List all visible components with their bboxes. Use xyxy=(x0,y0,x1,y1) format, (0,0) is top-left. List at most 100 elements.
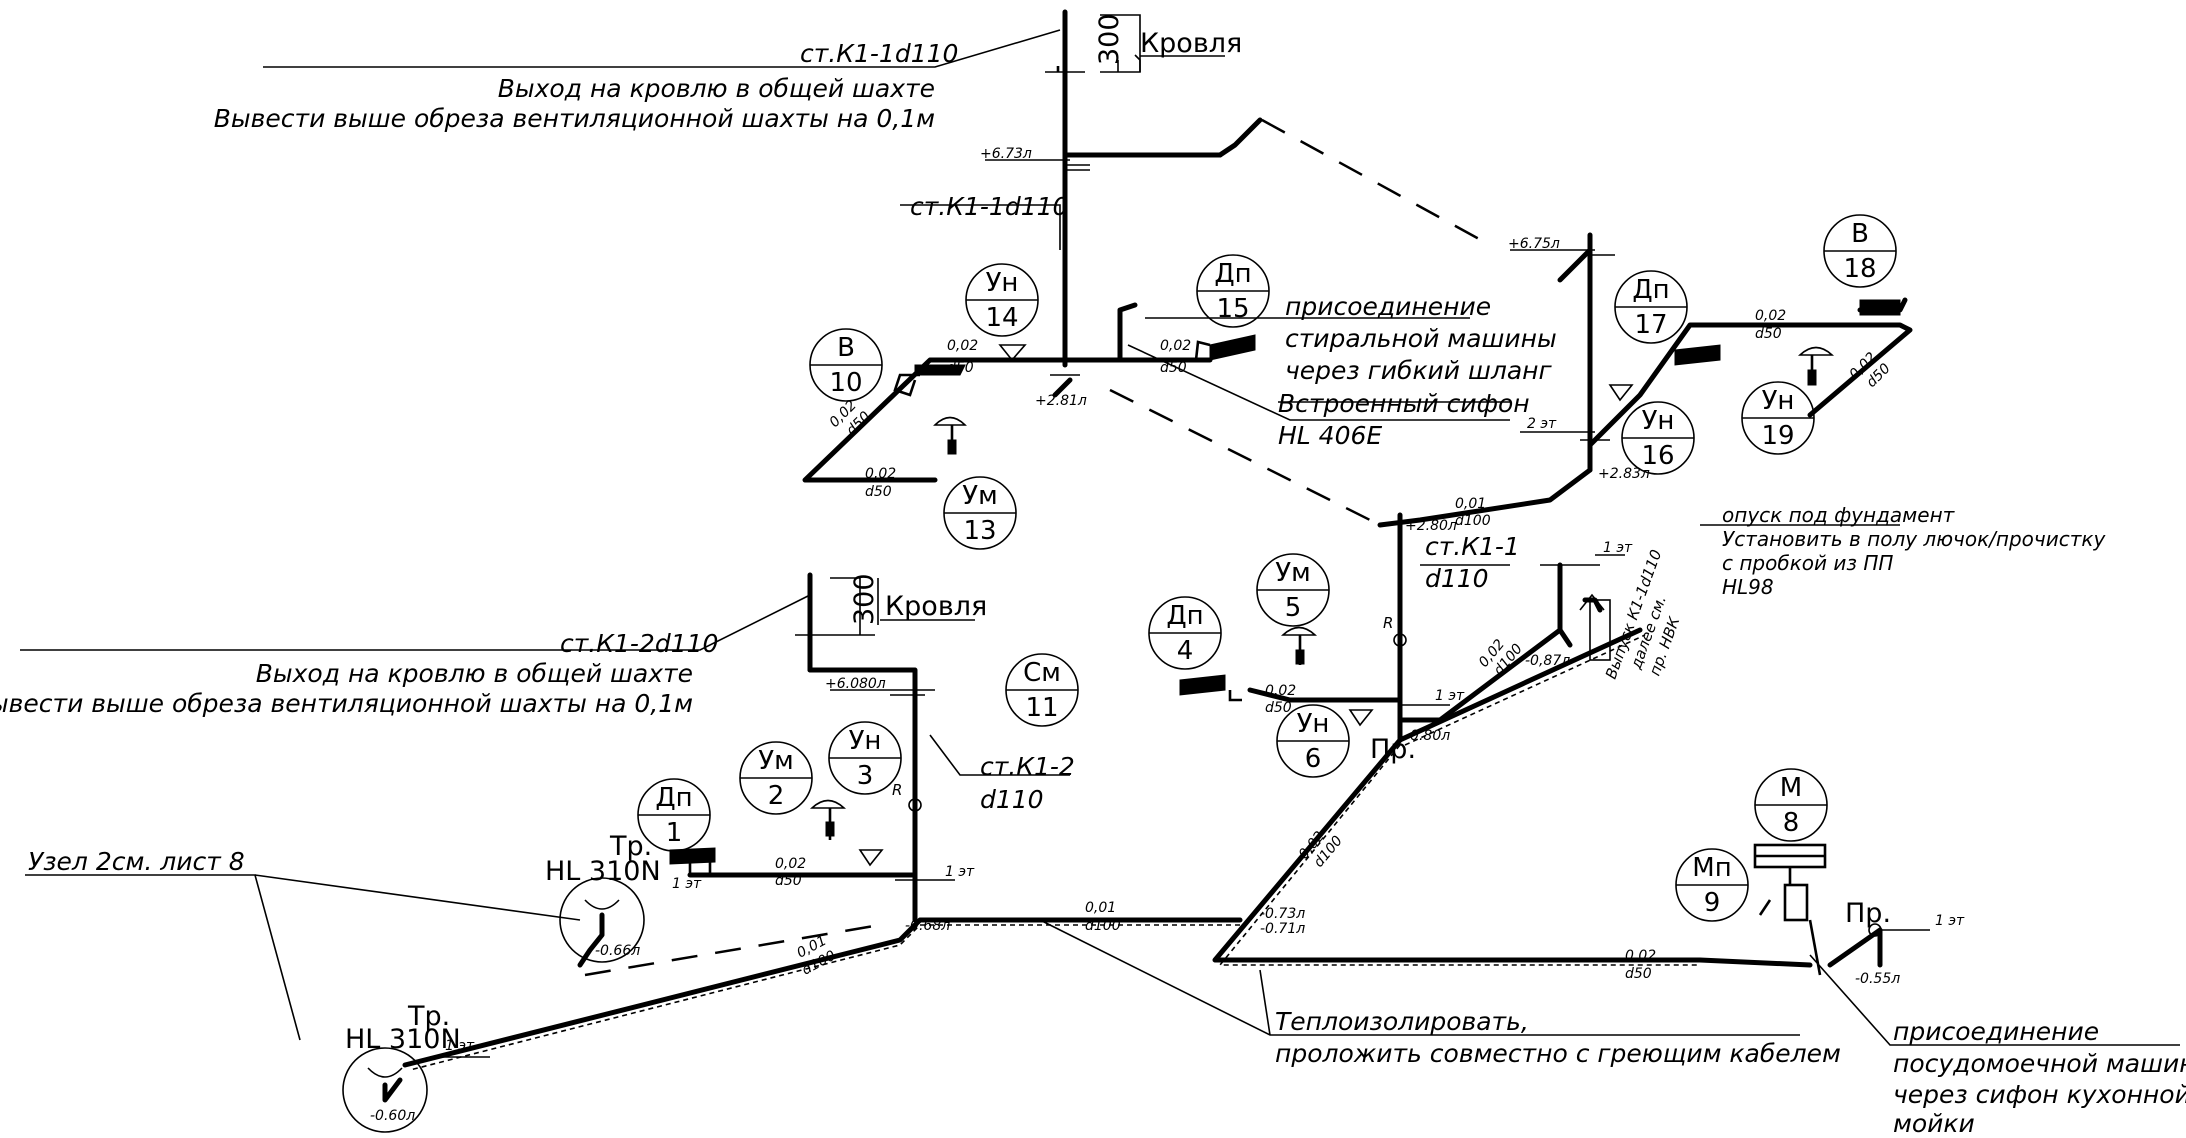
roof-label-upper: Кровля xyxy=(1140,28,1242,59)
fixture-badge: Ун 19 xyxy=(1741,381,1815,455)
slope-value: 0,01 xyxy=(1455,496,1486,512)
pipe-diameter: d50 xyxy=(1265,700,1292,716)
fixture-number: 18 xyxy=(1843,254,1876,284)
stack-k1-1-top-label: ст.К1-1d110 xyxy=(800,39,958,68)
dishwasher-note-2: посудомоечной машины xyxy=(1893,1049,2186,1078)
pipe-diameter: d100 xyxy=(1455,513,1491,529)
vent-note-2: Вывести выше обреза вентиляционной шахты… xyxy=(0,689,693,718)
stack-k1-2-diameter: d110 xyxy=(980,785,1044,814)
fixture-badge: Ум 5 xyxy=(1256,553,1330,627)
insulation-note-1: Теплоизолировать, xyxy=(1275,1007,1529,1036)
fixture-number: 2 xyxy=(768,781,785,811)
fixture-badge: В 18 xyxy=(1823,214,1897,288)
slope-value: 0,02 xyxy=(865,466,896,482)
fixture-badge: Дп 17 xyxy=(1614,270,1688,344)
fixture-number: 16 xyxy=(1641,441,1674,471)
node-reference: Узел 2см. лист 8 xyxy=(28,847,245,876)
fixture-code: Дп xyxy=(1166,601,1203,631)
fixture-code: Ун xyxy=(986,268,1019,298)
riser-k1-2 xyxy=(669,572,955,923)
trap-label-lower: Тр. xyxy=(407,1001,450,1032)
slope-value: 0,02 xyxy=(1625,948,1656,964)
level-mark: -0.80л xyxy=(1405,728,1450,744)
height-300-upper: 300 xyxy=(1094,13,1125,65)
pipe-diameter: d50 xyxy=(775,873,802,889)
floor-mark: 1 эт xyxy=(445,1038,475,1054)
revision-mark: R xyxy=(892,781,902,799)
fixture-number: 3 xyxy=(857,761,874,791)
level-mark: +6.73л xyxy=(980,146,1032,162)
floor-mark: 1 эт xyxy=(1435,688,1465,704)
fixture-code: Ун xyxy=(849,726,882,756)
level-mark: -0,87л xyxy=(1525,653,1570,669)
leader-lines xyxy=(20,29,2180,1046)
floor-mark: 1 эт xyxy=(672,876,702,892)
fixture-number: 15 xyxy=(1216,294,1249,324)
fixture-code: Дп xyxy=(1214,259,1251,289)
fixture-code: Ум xyxy=(962,481,997,511)
cleanout-label: Пр. xyxy=(1370,734,1416,765)
floor-mark: 1 эт xyxy=(1603,540,1633,556)
fixture-number: 4 xyxy=(1177,636,1194,666)
washer-note-2: стиральной машины xyxy=(1285,324,1557,353)
fixture-number: 14 xyxy=(985,303,1018,333)
annotations: ст.К1-1d110 Выход на кровлю в общей шахт… xyxy=(0,39,2186,1138)
fixture-number: 10 xyxy=(829,368,862,398)
level-marks: +6.73л +6.75л +2.81л +2.83л +2.80л +6.08… xyxy=(370,146,1965,1124)
pipe-diameter: d100 xyxy=(1085,918,1121,934)
fixture-code: Мп xyxy=(1692,853,1731,883)
riser-k1-1-upper xyxy=(985,9,1491,368)
pipe-diameter: d50 xyxy=(1755,326,1782,342)
insulation-note-2: проложить совместно с греющим кабелем xyxy=(1275,1039,1841,1068)
roof-label-lower: Кровля xyxy=(885,591,987,622)
fixture-number: 6 xyxy=(1305,744,1322,774)
slope-value: 0,02 xyxy=(947,338,978,354)
stack-k1-1-mid-label: ст.К1-1d110 xyxy=(910,192,1068,221)
fixture-code: М xyxy=(1780,773,1802,803)
level-mark: -0.66л xyxy=(595,943,640,959)
fixture-code: Ун xyxy=(1642,406,1675,436)
fixture-code: В xyxy=(837,333,855,363)
stack-k1-1-label: ст.К1-1 xyxy=(1425,532,1520,561)
floor-mark: 2 эт xyxy=(1527,416,1557,432)
fixture-code: Дп xyxy=(655,783,692,813)
fixture-badge: М 8 xyxy=(1754,768,1828,842)
floor2-left-branch xyxy=(802,302,1381,527)
slope-value: 0,02 xyxy=(1265,683,1296,699)
fixture-badge: Дп 15 xyxy=(1196,254,1270,328)
roof-exit-note-1: Выход на кровлю в общей шахте xyxy=(498,74,935,103)
fixture-badges: В 10 Ун 14 Дп 15 Ум 13 Дп 17 Ун 16 xyxy=(637,214,1897,922)
level-mark: -0.55л xyxy=(1855,971,1900,987)
fixture-number: 5 xyxy=(1285,593,1302,623)
siphon-note-2: HL 406E xyxy=(1278,421,1382,450)
fixture-code: В xyxy=(1851,219,1869,249)
level-mark: +2.81л xyxy=(1035,393,1087,409)
fixture-badge: Ун 14 xyxy=(965,263,1039,337)
height-300-lower: 300 xyxy=(849,573,880,625)
pipe-diameter: d50 xyxy=(947,360,974,376)
pipe-diameter: d50 xyxy=(865,484,892,500)
fixture-code: См xyxy=(1023,658,1061,688)
stack-k1-2-top-label: ст.К1-2d110 xyxy=(560,629,718,658)
heated-trunk xyxy=(402,627,1813,1071)
fixture-code: Дп xyxy=(1632,275,1669,305)
washer-note-1: присоединение xyxy=(1285,292,1491,321)
vent-note-1: Вывести выше обреза вентиляционной шахты… xyxy=(214,104,935,133)
fixture-number: 17 xyxy=(1634,310,1667,340)
fixture-badge: Ум 2 xyxy=(739,741,813,815)
dishwasher-note-1: присоединение xyxy=(1893,1017,2099,1046)
fixture-number: 19 xyxy=(1761,421,1794,451)
fixture-badge: Ун 16 xyxy=(1621,401,1695,475)
pipe-diameter: d50 xyxy=(1625,966,1652,982)
dishwasher-note-3: через сифон кухонной xyxy=(1893,1080,2186,1109)
stack-k1-2-label: ст.К1-2 xyxy=(980,752,1075,781)
dishwasher-note-4: мойки xyxy=(1893,1109,1975,1138)
fixture-number: 9 xyxy=(1704,888,1721,918)
level-mark: +6.080л xyxy=(825,676,886,692)
fixture-badge: Ун 6 xyxy=(1276,704,1350,778)
foundation-note-1: опуск под фундамент xyxy=(1722,503,1956,527)
fixture-number: 8 xyxy=(1783,808,1800,838)
foundation-note-2: Установить в полу лючок/прочистку xyxy=(1722,527,2106,551)
fixture-badge: Мп 9 xyxy=(1675,848,1749,922)
